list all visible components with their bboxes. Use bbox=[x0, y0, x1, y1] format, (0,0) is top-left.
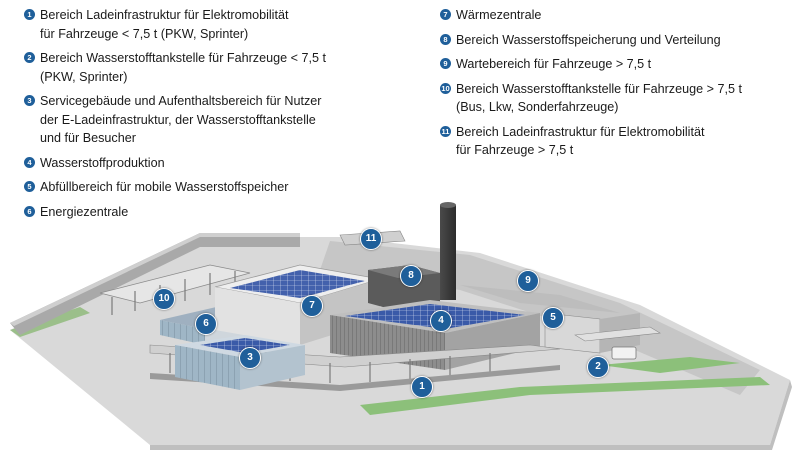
waiting-area-9 bbox=[460, 285, 620, 313]
marker-7: 7 bbox=[301, 295, 323, 317]
building-7-side bbox=[300, 279, 380, 345]
legend-number-9: 9 bbox=[440, 58, 451, 69]
building-3-solar bbox=[200, 338, 290, 353]
legend-left: 1 Bereich Ladeinfrastruktur für Elektromo… bbox=[24, 6, 354, 227]
building-6-front bbox=[160, 320, 205, 345]
legend-item-5: 5 Abfüllbereich für mobile Wasserstoffspe… bbox=[24, 178, 354, 197]
marker-5: 5 bbox=[542, 307, 564, 329]
legend-item-8: 8 Bereich Wasserstoffspeicherung und Vert… bbox=[440, 31, 780, 50]
legend-text-4: Wasserstoffproduktion bbox=[40, 155, 165, 170]
legend-number-1: 1 bbox=[24, 9, 35, 20]
van bbox=[611, 346, 637, 360]
marker-9: 9 bbox=[517, 270, 539, 292]
site-illustration: 1 2 3 4 5 6 7 8 9 10 11 bbox=[0, 195, 794, 450]
canopy-10 bbox=[99, 264, 251, 304]
chimney bbox=[440, 205, 456, 300]
legend-item-11: 11 Bereich Ladeinfrastruktur für Elektrom… bbox=[440, 123, 780, 160]
legend-text-6: Energiezentrale bbox=[40, 204, 129, 219]
legend-text-5: Abfüllbereich für mobile Wasserstoffspei… bbox=[40, 180, 289, 194]
legend-text-11: Bereich Ladeinfrastruktur für Elektromob… bbox=[456, 124, 705, 158]
legend-item-2: 2 Bereich Wasserstofftankstelle für Fahrz… bbox=[24, 49, 354, 86]
legend-text-7: Wärmezentrale bbox=[456, 8, 542, 22]
marker-8: 8 bbox=[400, 265, 422, 287]
legend-number-8: 8 bbox=[440, 33, 451, 45]
marker-11: 11 bbox=[360, 228, 382, 250]
legend-item-7: 7 Wärmezentrale bbox=[440, 6, 780, 25]
back-wall bbox=[10, 233, 300, 335]
legend-item-10: 10 Bereich Wasserstofftankstelle für Fahr… bbox=[440, 80, 780, 117]
marker-1: 1 bbox=[411, 376, 433, 398]
green-strip-right bbox=[600, 357, 740, 373]
legend-item-3: 3 Servicegebäude und Aufenthaltsbereich f… bbox=[24, 92, 354, 148]
legend-number-7: 7 bbox=[440, 9, 451, 20]
canopy-2 bbox=[574, 326, 661, 342]
building-7-solar bbox=[230, 270, 365, 298]
legend-item-6: 6 Energiezentrale bbox=[24, 203, 354, 222]
legend-text-1: Bereich Ladeinfrastruktur für Elektromob… bbox=[40, 8, 289, 41]
legend-item-1: 1 Bereich Ladeinfrastruktur für Elektromo… bbox=[24, 6, 354, 43]
legend-number-2: 2 bbox=[24, 52, 35, 63]
legend-text-10: Bereich Wasserstofftankstelle für Fahrze… bbox=[456, 81, 742, 115]
legend-number-11: 11 bbox=[440, 125, 451, 137]
building-3-front bbox=[175, 345, 240, 390]
legend-right: 7 Wärmezentrale 8 Bereich Wasserstoffspeic… bbox=[440, 6, 780, 166]
marker-10: 10 bbox=[153, 288, 175, 310]
site-drawing bbox=[10, 202, 792, 450]
building-8 bbox=[368, 265, 440, 311]
chimney-top bbox=[440, 202, 456, 208]
marker-3: 3 bbox=[239, 347, 261, 369]
legend-number-5: 5 bbox=[24, 181, 35, 192]
legend-text-9: Wartebereich für Fahrzeuge > 7,5 t bbox=[456, 57, 652, 71]
marker-4: 4 bbox=[430, 310, 452, 332]
legend-item-9: 9 Wartebereich für Fahrzeuge > 7,5 t bbox=[440, 55, 780, 74]
canopy-1 bbox=[149, 344, 561, 368]
marker-6: 6 bbox=[195, 313, 217, 335]
legend-text-2: Bereich Wasserstofftankstelle für Fahrze… bbox=[40, 51, 326, 84]
building-7-front bbox=[215, 287, 300, 345]
legend-text-8: Bereich Wasserstoffspeicherung und Verte… bbox=[456, 32, 721, 47]
legend-number-10: 10 bbox=[440, 82, 451, 94]
legend-number-4: 4 bbox=[24, 156, 35, 168]
legend-text-3: Servicegebäude und Aufenthaltsbereich fü… bbox=[40, 94, 322, 145]
green-strip-front bbox=[360, 377, 770, 415]
legend-item-4: 4 Wasserstoffproduktion bbox=[24, 154, 354, 173]
legend-number-3: 3 bbox=[24, 95, 35, 106]
marker-2: 2 bbox=[587, 356, 609, 378]
legend-number-6: 6 bbox=[24, 205, 35, 217]
